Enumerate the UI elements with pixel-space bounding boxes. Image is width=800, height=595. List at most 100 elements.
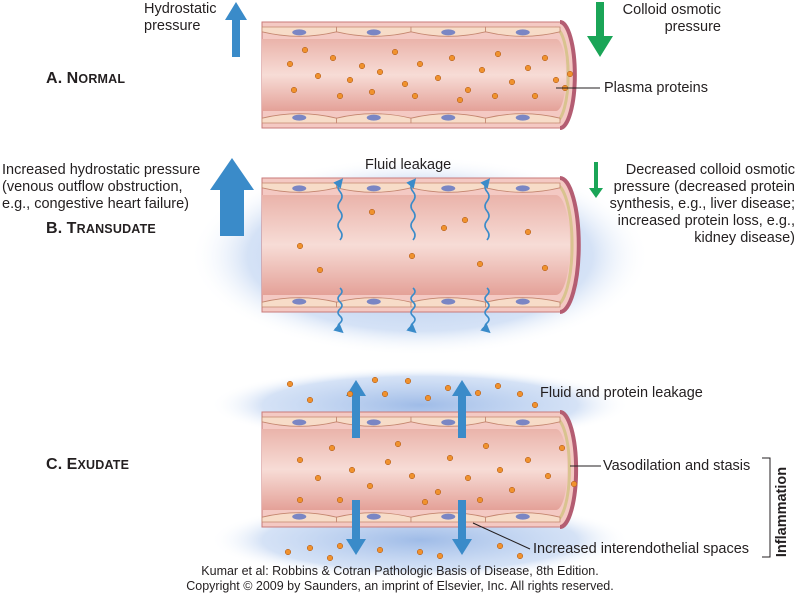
plasma-protein-dot <box>524 456 532 464</box>
plasma-protein-dot <box>482 442 490 450</box>
leaked-protein-dot <box>494 382 502 390</box>
plasma-protein-dot <box>566 70 574 78</box>
leaked-protein-dot <box>496 542 504 550</box>
colloid-pressure-down-arrow <box>587 2 613 57</box>
exudate-vessel-end-cap <box>559 410 579 529</box>
leaked-protein-dot <box>286 380 294 388</box>
inflammation-bracket <box>762 457 771 558</box>
cell-nucleus <box>515 29 530 36</box>
plasma-protein-dot <box>558 444 566 452</box>
cell-nucleus <box>292 298 307 305</box>
normal-vessel-end-cap <box>559 20 577 130</box>
leaked-protein-dot <box>436 552 444 560</box>
plasma-protein-dot <box>544 472 552 480</box>
leaked-protein-dot <box>371 376 379 384</box>
decreased-colloid-label: Decreased colloid osmotic pressure (decr… <box>609 162 795 246</box>
plasma-protein-dot <box>411 92 419 100</box>
cell-nucleus <box>366 185 381 192</box>
leaked-protein-dot <box>336 542 344 550</box>
plasma-protein-dot <box>524 228 532 236</box>
plasma-protein-dot <box>408 472 416 480</box>
normal-vessel-lumen <box>262 39 567 111</box>
vasodilation-stasis-label: Vasodilation and stasis <box>603 458 751 474</box>
decreased-colloid-down-arrow <box>589 162 603 198</box>
plasma-protein-dot <box>508 78 516 86</box>
plasma-protein-dot <box>346 76 354 84</box>
plasma-protein-dot <box>336 92 344 100</box>
leaked-protein-dot <box>306 396 314 404</box>
plasma-protein-dot <box>461 216 469 224</box>
leaked-protein-dot <box>531 401 539 409</box>
plasma-protein-dot <box>329 54 337 62</box>
cell-nucleus <box>515 185 530 192</box>
fluid-leakage-arrow <box>333 178 344 241</box>
plasma-protein-dot <box>440 224 448 232</box>
plasma-protein-dot <box>552 76 560 84</box>
plasma-protein-dot <box>296 496 304 504</box>
cell-nucleus <box>441 185 456 192</box>
plasma-protein-dot <box>434 74 442 82</box>
plasma-protein-dot <box>376 68 384 76</box>
normal-vessel <box>261 20 577 130</box>
plasma-protein-dot <box>434 488 442 496</box>
cell-nucleus <box>441 114 456 121</box>
cell-nucleus <box>292 419 307 426</box>
plasma-protein-dot <box>456 96 464 104</box>
protein-leakage-up-arrow <box>452 380 472 438</box>
leaked-protein-dot <box>326 554 334 562</box>
leaked-protein-dot <box>516 390 524 398</box>
plasma-protein-dot <box>541 264 549 272</box>
plasma-protein-dot <box>494 50 502 58</box>
interendothelial-spaces-label: Increased interendothelial spaces <box>533 541 750 557</box>
cell-nucleus <box>366 114 381 121</box>
hydrostatic-pressure-up-arrow <box>225 2 247 57</box>
plasma-protein-dot <box>391 48 399 56</box>
fluid-leakage-arrow <box>406 178 417 241</box>
plasma-protein-dot <box>448 54 456 62</box>
leaked-protein-dot <box>424 394 432 402</box>
protein-leakage-down-arrow <box>346 500 366 555</box>
cell-nucleus <box>292 114 307 121</box>
cell-nucleus <box>292 185 307 192</box>
cell-nucleus <box>366 29 381 36</box>
leaked-protein-dot <box>376 546 384 554</box>
inflammation-label: Inflammation <box>774 466 790 558</box>
plasma-protein-dot <box>296 456 304 464</box>
plasma-protein-dot <box>290 86 298 94</box>
protein-leakage-down-arrow <box>452 500 472 555</box>
plasma-proteins-label: Plasma proteins <box>604 80 708 96</box>
plasma-protein-dot <box>508 486 516 494</box>
hydrostatic-pressure-label: Hydrostatic pressure <box>144 1 217 34</box>
exudate-vessel-end-cap-inner <box>554 416 571 523</box>
copyright-credit: Kumar et al: Robbins & Cotran Pathologic… <box>186 564 614 593</box>
cell-nucleus <box>292 29 307 36</box>
leaked-protein-dot <box>444 384 452 392</box>
plasma-protein-dot <box>464 86 472 94</box>
exudate-vessel-lumen <box>262 429 568 510</box>
plasma-protein-dot <box>401 80 409 88</box>
exudate-vessel <box>261 410 579 529</box>
transudate-vessel-end-cap-inner <box>554 182 574 308</box>
increased-hydrostatic-label: Increased hydrostatic pressure (venous o… <box>2 162 201 212</box>
leaked-protein-dot <box>516 552 524 560</box>
leaked-protein-dot <box>474 389 482 397</box>
plasma-protein-dot <box>366 482 374 490</box>
cell-nucleus <box>441 29 456 36</box>
plasma-protein-dot <box>478 66 486 74</box>
plasma-protein-dot <box>394 440 402 448</box>
leaked-protein-dot <box>284 548 292 556</box>
plasma-protein-dot <box>316 266 324 274</box>
panel-c-title: C. EXUDATE <box>46 456 130 473</box>
plasma-protein-dot <box>296 242 304 250</box>
leaked-protein-dot <box>416 548 424 556</box>
cell-nucleus <box>441 513 456 520</box>
transudate-vessel-lumen <box>262 195 570 295</box>
increased-hydrostatic-up-arrow <box>210 158 254 236</box>
cell-nucleus <box>441 419 456 426</box>
cell-nucleus <box>366 513 381 520</box>
plasma-protein-dot <box>286 60 294 68</box>
cell-nucleus <box>515 513 530 520</box>
plasma-protein-dot <box>384 458 392 466</box>
plasma-protein-dot <box>328 444 336 452</box>
plasma-protein-dot <box>531 92 539 100</box>
